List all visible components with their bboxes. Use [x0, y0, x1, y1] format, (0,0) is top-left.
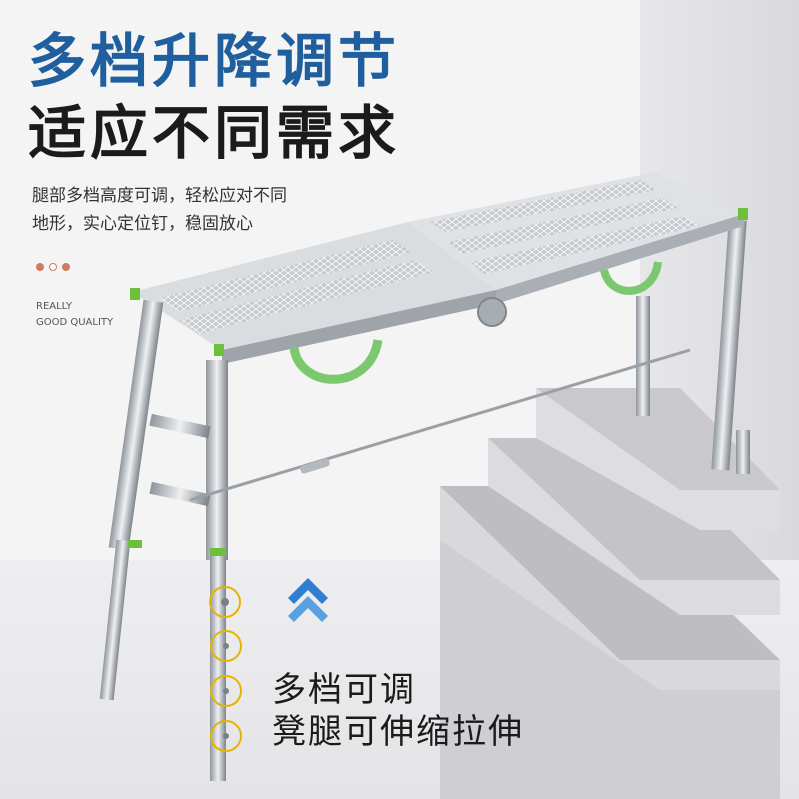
- headline-line-1: 多档升降调节: [28, 27, 401, 95]
- decorative-dots: [36, 263, 70, 271]
- caption-line-1: 多档可调: [272, 670, 416, 710]
- dot: [62, 263, 70, 271]
- badge-line-1: REALLY: [36, 301, 73, 312]
- description: 腿部多档高度可调，轻松应对不同 地形，实心定位钉，稳固放心: [32, 182, 372, 238]
- quality-badge: REALLY GOOD QUALITY: [36, 299, 113, 331]
- badge-line-2: GOOD QUALITY: [36, 317, 114, 328]
- up-chevron-icon: [288, 578, 328, 622]
- brace-rod: [189, 348, 691, 502]
- dot: [49, 263, 57, 271]
- description-line-2: 地形，实心定位钉，稳固放心: [32, 214, 253, 234]
- back-legs: [636, 219, 750, 474]
- dot: [36, 263, 44, 271]
- platform-top: [130, 172, 748, 364]
- headline-line-2: 适应不同需求: [28, 99, 401, 167]
- caption-line-2: 凳腿可伸缩拉伸: [272, 712, 524, 752]
- description-line-1: 腿部多档高度可调，轻松应对不同: [32, 186, 287, 206]
- carry-strap: [289, 261, 662, 384]
- front-legs: [99, 299, 228, 781]
- adjustment-holes: [209, 586, 242, 752]
- stairs: [440, 388, 780, 799]
